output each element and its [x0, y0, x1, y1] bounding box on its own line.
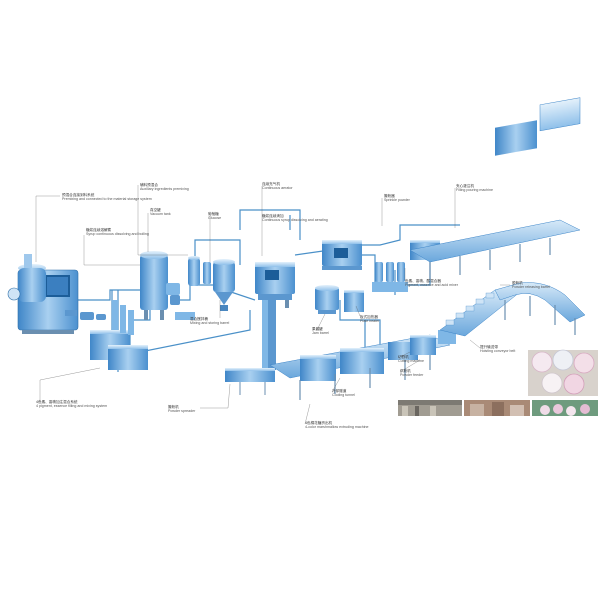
label-conveyor-en: Hoisting conveyor belt: [480, 349, 516, 354]
leader-lines: [35, 185, 510, 425]
label-spreader-en: Powder spreader: [168, 409, 196, 414]
label-pigment-bottom-en: 4 pigment, essence filling and mixing sy…: [36, 404, 108, 409]
label-aux-en: Auxiliary ingredients premixing: [140, 187, 189, 192]
label-pigment-top-en: Pigment, essence and acid mixer: [405, 283, 458, 288]
label-vacuum-en: Vacuum tank: [150, 212, 171, 217]
product-photo-2: [532, 400, 598, 416]
label-extruder-zh: 4色棉花糖挤出机: [305, 421, 333, 425]
label-filling-zh: 夹心灌注机: [456, 184, 474, 188]
label-pigment-bottom: 4色素、香精加注混合系统 4 pigment, essence filling …: [36, 400, 107, 409]
label-mixing: 混合搅拌桶 Mixing and storing barrel: [190, 317, 229, 326]
label-aux: 辅料预混合 Auxiliary ingredients premixing: [140, 183, 189, 192]
label-mixing-zh: 混合搅拌桶: [190, 317, 208, 321]
label-plate-en: Plate heater: [360, 319, 380, 324]
label-syrup-feed-en: Continuous syrup dissolving and aerating: [262, 218, 328, 223]
label-spreader: 撒粉机 Powder spreader: [168, 405, 195, 414]
factory-photo-1: [398, 400, 462, 416]
product-photo-inset: [528, 349, 598, 396]
label-cutting-zh: 切割机: [398, 355, 409, 359]
label-pigment-top: 色素、香精、酸混合器 Pigment, essence and acid mix…: [405, 279, 458, 288]
label-pigment-top-zh: 色素、香精、酸混合器: [405, 279, 441, 283]
label-pigment-bottom-zh: 4色素、香精加注混合系统: [36, 400, 78, 404]
label-sprinkle-en: Sprinkle powder: [384, 198, 410, 203]
label-release-en: Powder releasing barrel: [512, 285, 550, 290]
label-filling: 夹心灌注机 Filling pouring machine: [456, 184, 493, 193]
label-filling-en: Filling pouring machine: [456, 188, 493, 193]
label-extruder-en: 4-color marshmallow extruding machine: [305, 425, 369, 430]
label-glucose-zh: 葡萄糖: [208, 212, 219, 216]
label-cooling-zh: 冷却隧道: [332, 389, 347, 393]
label-cooling-en: Cooling tunnel: [332, 393, 355, 398]
label-vacuum: 真空罐 Vacuum tank: [150, 208, 171, 217]
label-syrup-feed: 糖浆连续滴加 Continuous syrup dissolving and a…: [262, 214, 328, 223]
label-aerator: 连续充气机 Continuous aerator: [262, 182, 293, 191]
factory-photo-2: [464, 400, 530, 416]
label-feeder-zh: 供粉机: [400, 369, 411, 373]
pigment-mixing-system: [90, 300, 148, 370]
label-glucose-en: Glucose: [208, 216, 222, 221]
label-cutting-en: Cutting machine: [398, 359, 424, 364]
label-plate-zh: 板式加热器: [360, 315, 378, 319]
filling-pouring-line: [409, 97, 581, 280]
label-aerator-zh: 连续充气机: [262, 182, 280, 186]
powder-spreader: [225, 300, 276, 395]
premix-tank: [7, 254, 79, 334]
label-aux-zh: 辅料预混合: [140, 183, 158, 187]
label-plate: 板式加热器 Plate heater: [360, 315, 379, 324]
label-cutting: 切割机 Cutting machine: [398, 355, 424, 364]
label-aerator-en: Continuous aerator: [262, 186, 293, 191]
pump-group: [80, 312, 106, 320]
label-premix: 预混合连接到料系统 Premixing and connected to the…: [62, 193, 152, 202]
label-syrup-en: Syrup continuous dissolving and boiling: [86, 232, 149, 237]
label-premix-en: Premixing and connected to the material …: [62, 197, 152, 202]
label-sprinkle: 撒粉器 Sprinkle powder: [384, 194, 410, 203]
vacuum-tank: [188, 256, 211, 286]
mixing-storing-barrel: [175, 259, 235, 320]
label-conveyor: 提升输送带 Hoisting conveyor belt: [480, 345, 515, 354]
label-release-zh: 脱粉机: [512, 281, 523, 285]
syrup-dissolving-unit: [322, 240, 362, 270]
syrup-boiling-tower: [140, 251, 180, 320]
label-syrup: 糖浆连续溶解煮 Syrup continuous dissolving and …: [86, 228, 149, 237]
label-release: 脱粉机 Powder releasing barrel: [512, 281, 550, 290]
hoisting-conveyor: [439, 289, 521, 337]
label-jam-en: Jam barrel: [312, 331, 329, 336]
pigment-essence-mixer: [372, 262, 408, 292]
plate-heater: [344, 290, 364, 312]
label-feeder: 供粉机 Powder feeder: [400, 369, 423, 378]
label-glucose: 葡萄糖 Glucose: [208, 212, 221, 221]
jam-barrel: [315, 285, 339, 314]
label-jam-zh: 果酱罐: [312, 327, 323, 331]
powder-releasing-belt: [494, 282, 586, 335]
label-jam: 果酱罐 Jam barrel: [312, 327, 329, 336]
label-conveyor-zh: 提升输送带: [480, 345, 498, 349]
label-extruder: 4色棉花糖挤出机 4-color marshmallow extruding m…: [305, 421, 369, 430]
cutting-feeder: [410, 330, 456, 355]
label-cooling: 冷却隧道 Cooling tunnel: [332, 389, 355, 398]
main-conveyor-line: [269, 334, 451, 400]
label-vacuum-zh: 真空罐: [150, 208, 161, 212]
label-feeder-en: Powder feeder: [400, 373, 424, 378]
label-syrup-feed-zh: 糖浆连续滴加: [262, 214, 284, 218]
label-premix-zh: 预混合连接到料系统: [62, 193, 95, 197]
label-syrup-zh: 糖浆连续溶解煮: [86, 228, 112, 232]
label-sprinkle-zh: 撒粉器: [384, 194, 395, 198]
label-spreader-zh: 撒粉机: [168, 405, 179, 409]
label-mixing-en: Mixing and storing barrel: [190, 321, 230, 326]
